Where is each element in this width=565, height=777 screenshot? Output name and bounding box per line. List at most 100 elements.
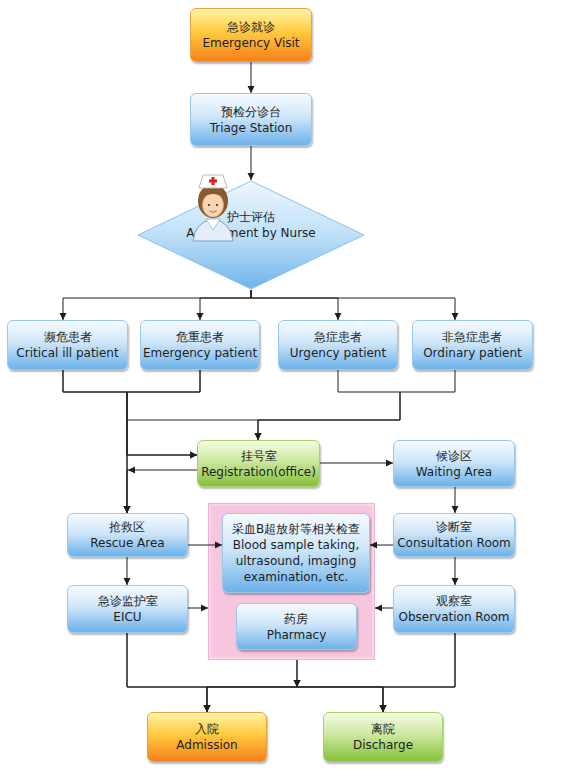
connector-line — [127, 370, 200, 513]
node-title: 危重患者 — [176, 329, 224, 345]
connector — [127, 370, 200, 459]
cap-cross — [212, 177, 215, 185]
text-group: 观察室Observation Room — [398, 593, 509, 625]
text-group: 诊断室Consultation Room — [397, 519, 511, 551]
process-box: 急诊监护室EICU — [67, 585, 188, 633]
arrow-head — [452, 506, 459, 513]
connector-line — [297, 660, 383, 712]
decision-diamond: 护士评估Assessment by Nurse — [137, 180, 365, 290]
node-subtitle: Critical ill patient — [16, 345, 118, 361]
cap-cross — [209, 180, 217, 183]
connector — [188, 605, 208, 612]
text-group: 入院Admission — [176, 721, 237, 753]
node-subtitle: EICU — [113, 609, 141, 625]
arrow-head — [60, 313, 67, 320]
connector — [452, 557, 459, 585]
arrow-head — [124, 506, 131, 513]
text-group: 急诊就诊Emergency Visit — [202, 19, 299, 51]
arrow-head — [380, 705, 387, 712]
arrow-head — [335, 313, 342, 320]
node-title: 挂号室 — [241, 448, 277, 464]
connector — [127, 633, 211, 712]
node-title: 观察室 — [436, 593, 472, 609]
connector-line — [258, 370, 455, 440]
connector — [320, 460, 393, 467]
arrow-head — [190, 452, 197, 459]
process-box: 入院Admission — [147, 712, 267, 762]
connector-line — [127, 633, 207, 712]
connector-line — [320, 463, 393, 464]
process-box: 预检分诊台Triage Station — [190, 93, 312, 146]
arrow-head — [204, 705, 211, 712]
connector-line — [127, 557, 128, 585]
group-band: 采血B超放射等相关检查Blood sample taking, ultrasou… — [208, 503, 375, 660]
connector-line — [200, 290, 251, 320]
connector-line — [251, 290, 338, 320]
node-subtitle: Discharge — [353, 737, 413, 753]
node-title: 入院 — [195, 721, 219, 737]
node-subtitle: Observation Room — [398, 609, 509, 625]
node-title: 离院 — [371, 721, 395, 737]
arrow-head — [201, 605, 208, 612]
arrow-head — [124, 506, 131, 513]
arrow-head — [248, 86, 255, 93]
connector — [255, 370, 456, 440]
text-group: 采血B超放射等相关检查Blood sample taking, ultrasou… — [223, 521, 369, 585]
process-box: 药房Pharmacy — [236, 603, 357, 650]
arrow-head — [380, 705, 387, 712]
connector — [248, 146, 255, 180]
text-group: 预检分诊台Triage Station — [210, 104, 293, 136]
connector-line — [251, 62, 252, 93]
arrow-head — [128, 467, 135, 474]
node-subtitle: Ordinary patient — [423, 345, 522, 361]
process-box: 抢救区Rescue Area — [67, 513, 188, 557]
connector — [251, 290, 342, 320]
connector — [380, 633, 456, 712]
process-box: 采血B超放射等相关检查Blood sample taking, ultrasou… — [222, 513, 370, 593]
connector-line — [188, 608, 208, 609]
arrow-head — [294, 680, 301, 687]
node-subtitle: Admission — [176, 737, 237, 753]
node-subtitle: Triage Station — [210, 120, 293, 136]
connector — [375, 605, 393, 612]
text-group: 危重患者Emergency patient — [143, 329, 257, 361]
node-title: 诊断室 — [436, 519, 472, 535]
connector — [251, 290, 459, 320]
connector-line — [63, 290, 251, 320]
connector — [60, 290, 252, 320]
arrow-head — [452, 313, 459, 320]
text-group: 挂号室Registration(office) — [201, 448, 316, 480]
node-title: 护士评估 — [227, 209, 275, 225]
process-box: 候诊区Waiting Area — [393, 440, 515, 487]
node-title: 候诊区 — [436, 448, 472, 464]
arrow-head — [375, 605, 382, 612]
node-title: 预检分诊台 — [221, 104, 281, 120]
arrow-head — [452, 578, 459, 585]
process-box: 危重患者Emergency patient — [140, 320, 260, 370]
connector-line — [251, 146, 252, 180]
arrow-head — [204, 705, 211, 712]
connector — [452, 487, 459, 513]
text-group: 急症患者Urgency patient — [290, 329, 386, 361]
arrow-head — [248, 173, 255, 180]
arrow-head — [204, 705, 211, 712]
process-box: 离院Discharge — [323, 712, 443, 762]
text-group: 药房Pharmacy — [267, 611, 327, 643]
arrow-head — [190, 452, 197, 459]
text-group: 急诊监护室EICU — [98, 593, 158, 625]
text-group: 抢救区Rescue Area — [90, 519, 164, 551]
connector-line — [207, 660, 297, 712]
node-title: 抢救区 — [109, 519, 145, 535]
connector-line — [127, 470, 197, 513]
connector-line — [251, 290, 455, 320]
connector — [63, 370, 197, 459]
node-title: 濒危患者 — [44, 329, 92, 345]
nurse-cap — [199, 175, 227, 188]
arrow-head — [124, 506, 131, 513]
arrow-head — [255, 433, 262, 440]
node-subtitle: Waiting Area — [416, 464, 492, 480]
node-subtitle: Emergency Visit — [202, 35, 299, 51]
arrow-head — [386, 460, 393, 467]
process-box: 濒危患者Critical ill patient — [7, 320, 128, 370]
